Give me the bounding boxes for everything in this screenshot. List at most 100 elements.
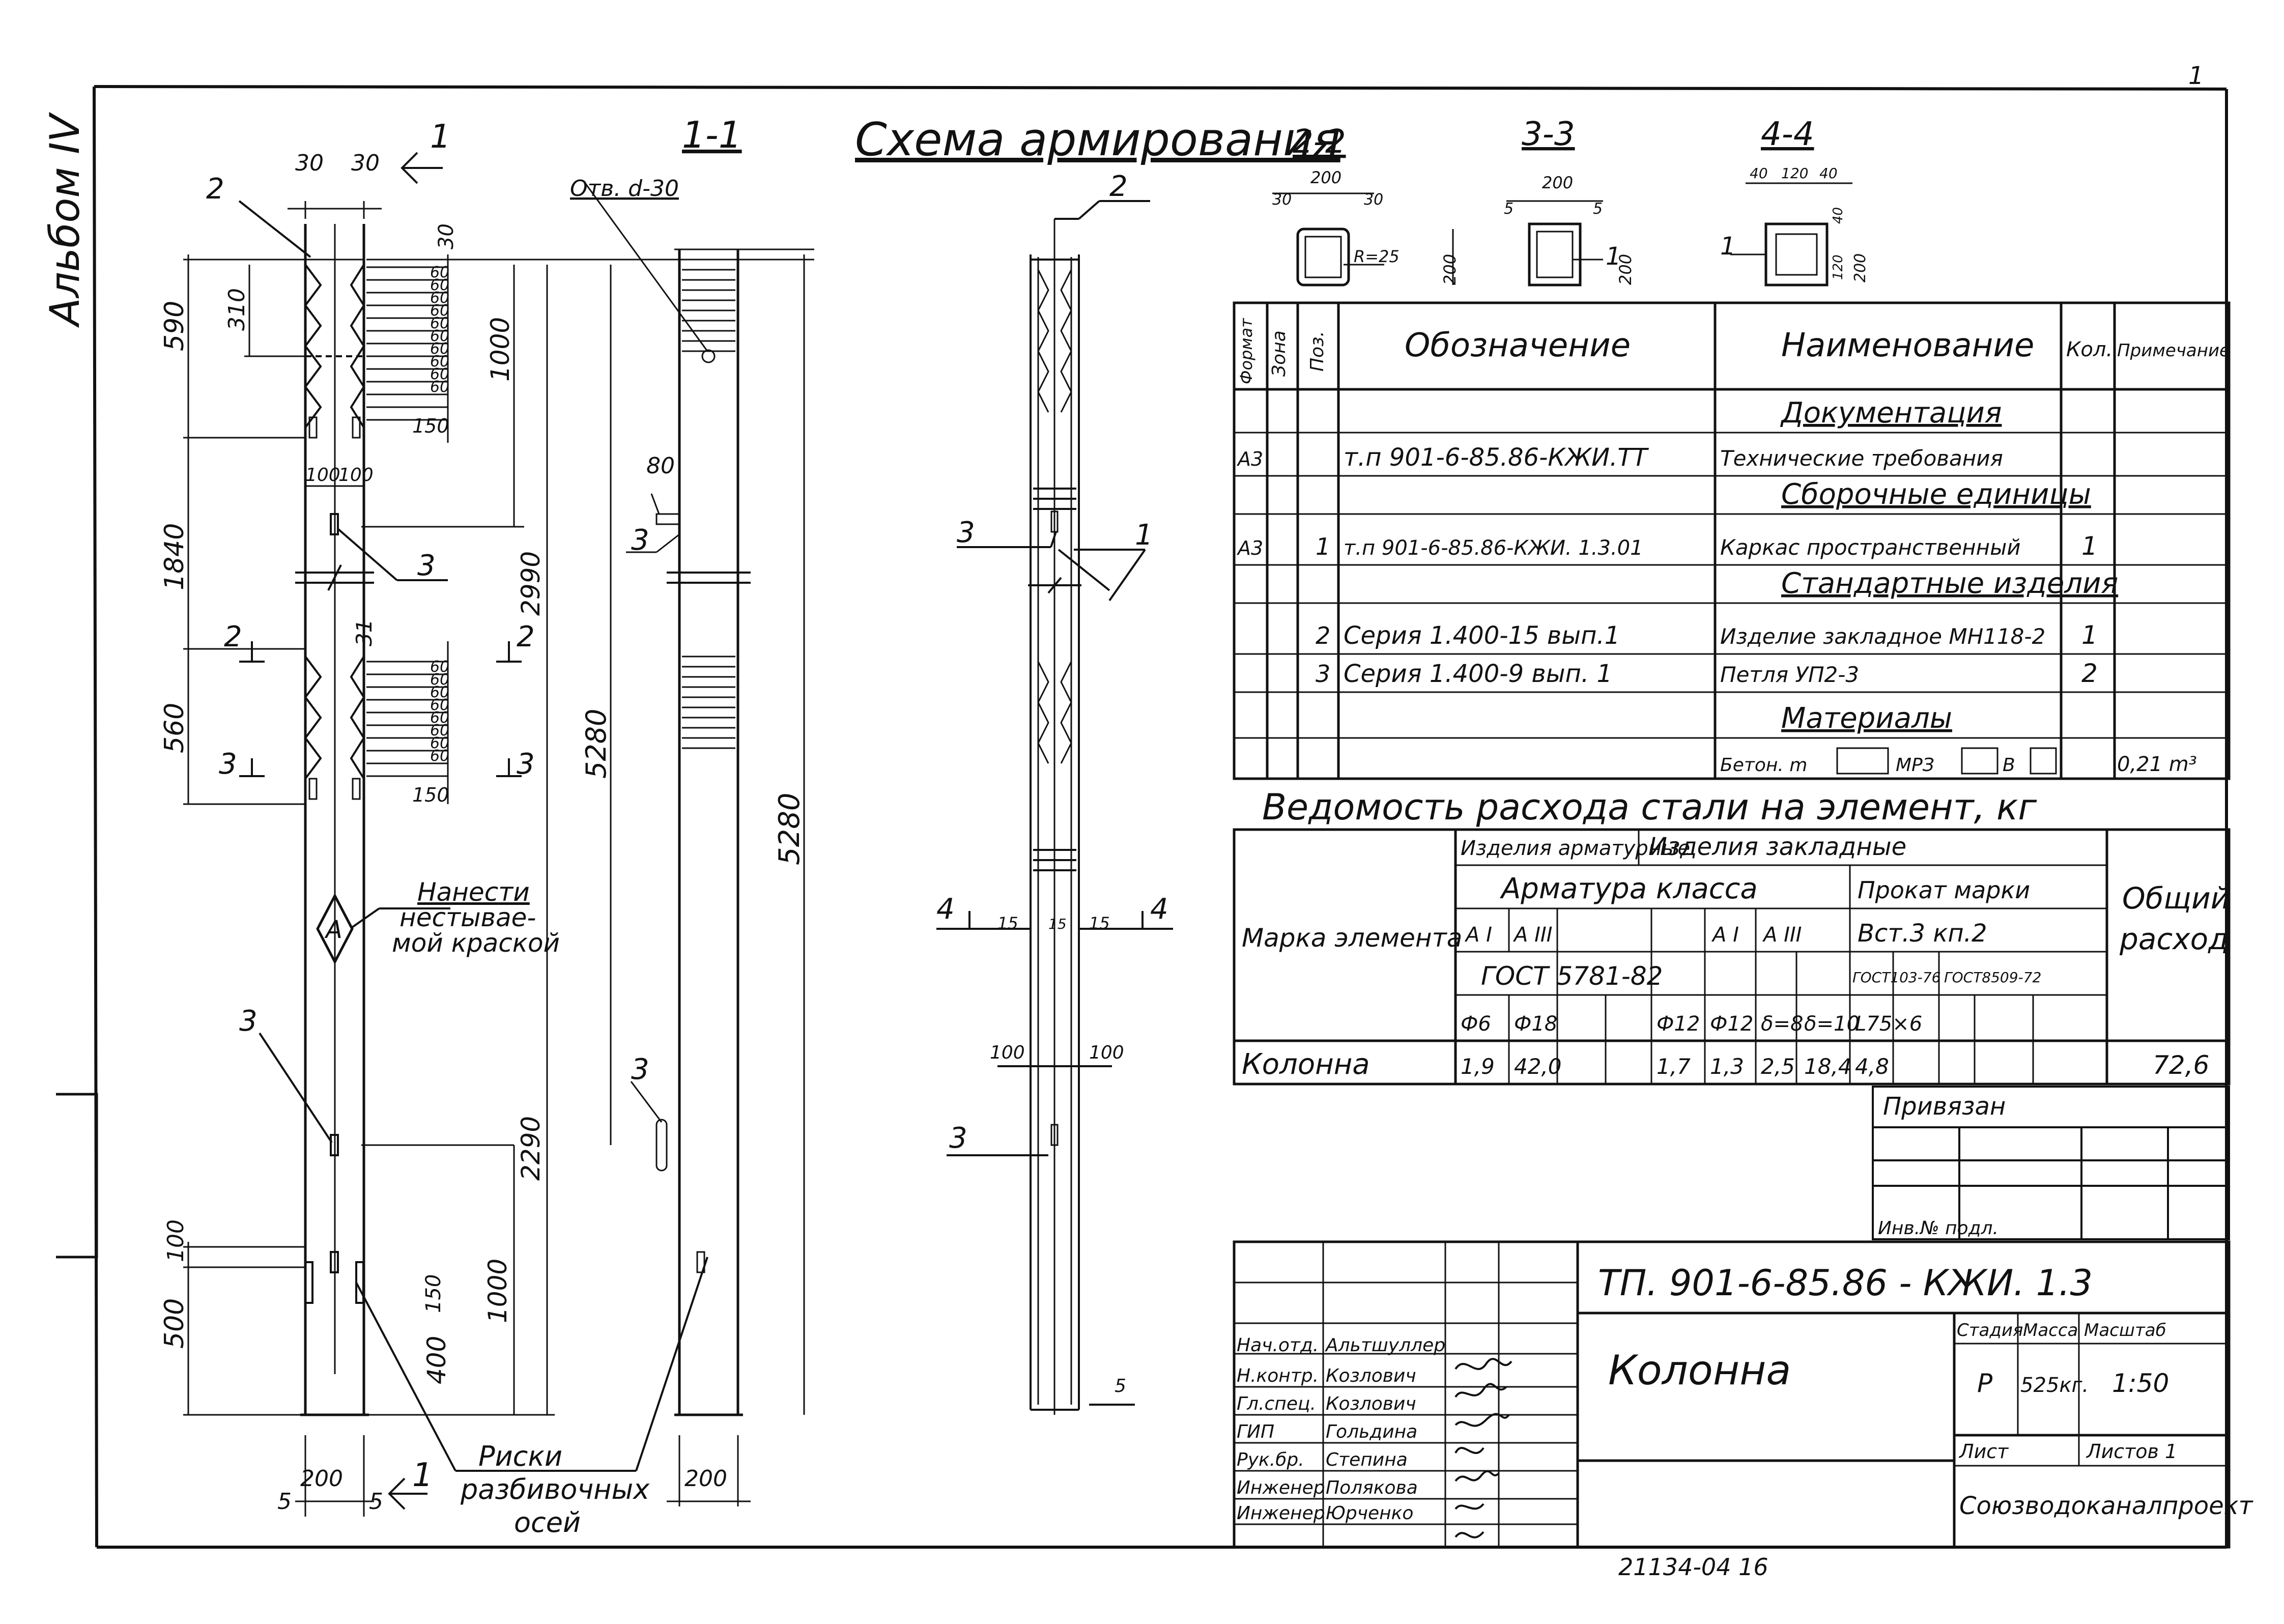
left-leaders <box>238 200 708 1472</box>
leader-pos-2-scheme: 2 <box>1109 170 1128 203</box>
stamp-person: Альтшуллер <box>1325 1335 1445 1356</box>
svg-text:ГОСТ103-76: ГОСТ103-76 <box>1852 969 1940 986</box>
dim-100-b: 100 <box>338 465 374 486</box>
drawing-code: ТП. 901-6-85.86 - КЖИ. 1.3 <box>1598 1262 2093 1304</box>
dim-590: 590 <box>159 301 190 351</box>
spec-format: А3 <box>1236 448 1263 470</box>
svg-text:Стадия: Стадия <box>1957 1320 2023 1341</box>
svg-text:40: 40 <box>1750 165 1768 182</box>
svg-text:Прокат марки: Прокат марки <box>1858 876 2030 904</box>
spec-designation: Серия 1.400-15 вып.1 <box>1344 621 1620 650</box>
svg-text:Масса: Масса <box>2023 1320 2078 1341</box>
bottom-number: 21134-04 16 <box>1618 1553 1768 1581</box>
spec-position: 3 <box>1316 660 1330 688</box>
scheme-column <box>936 200 1173 1415</box>
steel-diameter: Ф18 <box>1514 1012 1557 1036</box>
dim-500: 500 <box>159 1298 190 1349</box>
svg-text:нестывае-: нестывае- <box>399 903 536 932</box>
svg-text:60: 60 <box>430 327 449 345</box>
steel-diameter: Ф12 <box>1710 1012 1753 1036</box>
drawing-name: Колонна <box>1608 1347 1791 1394</box>
svg-text:120: 120 <box>1831 254 1846 280</box>
steel-diameter: Ф6 <box>1461 1012 1491 1036</box>
section-1-1-ribs <box>584 183 735 749</box>
svg-text:60: 60 <box>430 353 449 371</box>
svg-text:Риски: Риски <box>478 1440 562 1472</box>
main-title: Схема армирования <box>855 113 1340 166</box>
dim-5-b: 5 <box>369 1489 383 1515</box>
dim-2290: 2290 <box>516 1116 546 1181</box>
svg-text:60: 60 <box>430 683 449 701</box>
svg-text:Изделия арматурные: Изделия арматурные <box>1461 837 1690 860</box>
spec-format: А3 <box>1236 537 1263 559</box>
spec-name: Документация <box>1780 396 2002 430</box>
section-4-4: 4-4 40 120 40 40 120 200 1 <box>1720 116 1869 287</box>
svg-text:Р: Р <box>1977 1369 1993 1398</box>
svg-text:Союзводоканалпроект: Союзводоканалпроект <box>1959 1492 2254 1520</box>
rib-steps-top: 60 60 60 60 60 60 60 60 60 60 <box>430 264 449 396</box>
svg-text:60: 60 <box>430 276 449 294</box>
steel-value: 18,4 <box>1804 1054 1852 1079</box>
dim-30-a: 30 <box>295 150 324 176</box>
steel-diameter: Ф12 <box>1657 1012 1700 1036</box>
rib-steps-mid: 60 60 60 60 60 60 60 60 <box>430 658 449 765</box>
dim-560: 560 <box>159 703 190 753</box>
cut-2-left: 2 <box>224 620 242 653</box>
stamp-person: Козлович <box>1326 1393 1416 1414</box>
svg-text:Поз.: Поз. <box>1307 331 1328 372</box>
svg-text:60: 60 <box>430 709 449 727</box>
svg-text:1:50: 1:50 <box>2112 1369 2169 1398</box>
spec-quantity: 1 <box>2081 620 2098 650</box>
note-paint: Нанести нестывае- мой краской <box>392 877 560 958</box>
svg-text:40: 40 <box>1819 165 1838 182</box>
spec-quantity: 1 <box>2081 531 2098 561</box>
svg-text:Наименование: Наименование <box>1781 327 2034 364</box>
spec-concrete-class: В <box>2003 755 2015 776</box>
spec-position: 2 <box>1316 622 1330 649</box>
svg-text:Кол.: Кол. <box>2066 338 2112 361</box>
dim-100-a: 100 <box>305 465 340 486</box>
svg-text:Обозначение: Обозначение <box>1405 327 1631 364</box>
svg-text:60: 60 <box>430 671 449 689</box>
spec-quantity: 2 <box>2081 659 2098 688</box>
svg-text:Листов 1: Листов 1 <box>2086 1440 2177 1463</box>
svg-text:200: 200 <box>1616 254 1635 285</box>
spec-name: Каркас пространственный <box>1720 535 2021 560</box>
svg-text:3-3: 3-3 <box>1522 116 1575 153</box>
steel-value: 1,9 <box>1461 1054 1495 1079</box>
svg-text:200: 200 <box>1440 254 1460 285</box>
svg-text:60: 60 <box>430 722 449 739</box>
svg-text:60: 60 <box>430 658 449 676</box>
stamp-person: Полякова <box>1326 1477 1418 1498</box>
svg-text:А III: А III <box>1762 923 1802 947</box>
steel-diameter: L75×6 <box>1855 1012 1922 1036</box>
spec-designation: т.п 901-6-85.86-КЖИ.ТТ <box>1344 443 1649 472</box>
svg-text:Масштаб: Масштаб <box>2084 1320 2166 1341</box>
leader-pos-1-scheme: 1 <box>1135 519 1153 552</box>
sheet-frame <box>56 85 2228 1549</box>
svg-text:1: 1 <box>1606 242 1621 271</box>
svg-text:60: 60 <box>430 378 449 396</box>
spec-position: 1 <box>1316 533 1330 560</box>
dim-1000-a: 1000 <box>486 317 515 382</box>
svg-text:А I: А I <box>1464 923 1492 947</box>
sch-dim-15-c: 15 <box>1089 914 1110 933</box>
svg-text:А I: А I <box>1711 923 1739 947</box>
svg-text:30: 30 <box>1364 191 1383 209</box>
section-cut-marks <box>239 152 522 1510</box>
sch-dim-15-b: 15 <box>1048 916 1067 932</box>
steel-value: 1,7 <box>1657 1054 1691 1079</box>
dim-1000-b: 1000 <box>483 1259 512 1323</box>
svg-text:60: 60 <box>430 734 449 752</box>
svg-text:60: 60 <box>430 747 449 765</box>
cut-2-right: 2 <box>517 620 535 653</box>
svg-text:40: 40 <box>1831 207 1846 224</box>
dim-400: 400 <box>422 1336 451 1384</box>
svg-text:200: 200 <box>1310 168 1341 187</box>
spec-name: Сборочные единицы <box>1781 478 2091 511</box>
svg-text:60: 60 <box>430 315 449 332</box>
svg-text:R=25: R=25 <box>1354 247 1400 266</box>
leader-pos-2-top: 2 <box>206 173 224 206</box>
steel-table: Марка элемента Общий расход Изделия арма… <box>1233 828 2231 1086</box>
section-3-3: 3-3 5 200 5 200 1 <box>1504 116 1635 287</box>
